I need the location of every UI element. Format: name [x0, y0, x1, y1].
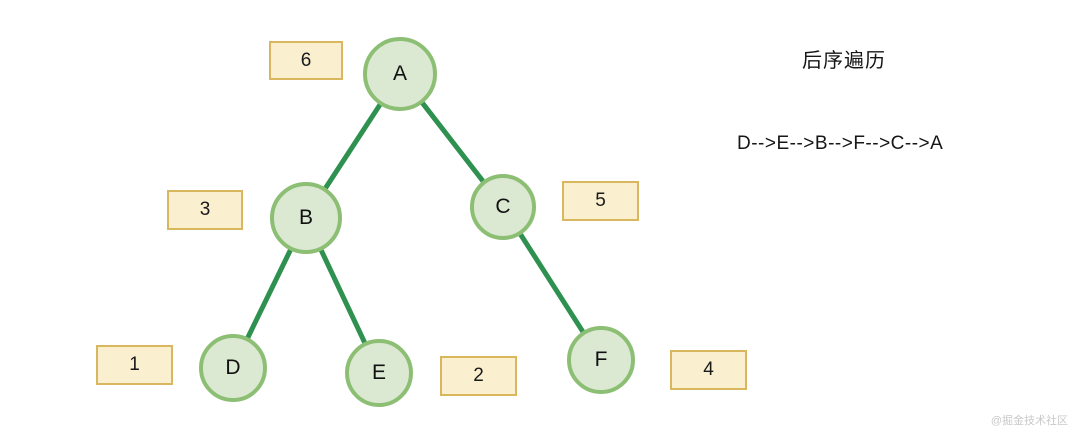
order-box-d: 1 — [96, 345, 173, 385]
order-box-f: 4 — [670, 350, 747, 390]
tree-edge-a-c — [418, 99, 487, 185]
tree-node-a: A — [363, 37, 437, 111]
traversal-title: 后序遍历 — [802, 50, 886, 72]
tree-node-c: C — [470, 174, 536, 240]
tree-edge-c-f — [517, 230, 587, 336]
tree-node-e: E — [345, 339, 413, 407]
tree-node-b: B — [270, 182, 342, 254]
order-box-e: 2 — [440, 356, 517, 396]
watermark: @掘金技术社区 — [990, 415, 1068, 427]
tree-edge-b-e — [317, 246, 368, 347]
order-box-a: 6 — [269, 41, 343, 80]
tree-edge-a-b — [322, 100, 384, 193]
tree-node-f: F — [567, 326, 635, 394]
traversal-sequence: D-->E-->B-->F-->C-->A — [737, 133, 944, 154]
tree-edge-b-d — [244, 246, 294, 342]
order-box-c: 5 — [562, 181, 639, 221]
order-box-b: 3 — [167, 190, 243, 230]
tree-node-d: D — [199, 334, 267, 402]
